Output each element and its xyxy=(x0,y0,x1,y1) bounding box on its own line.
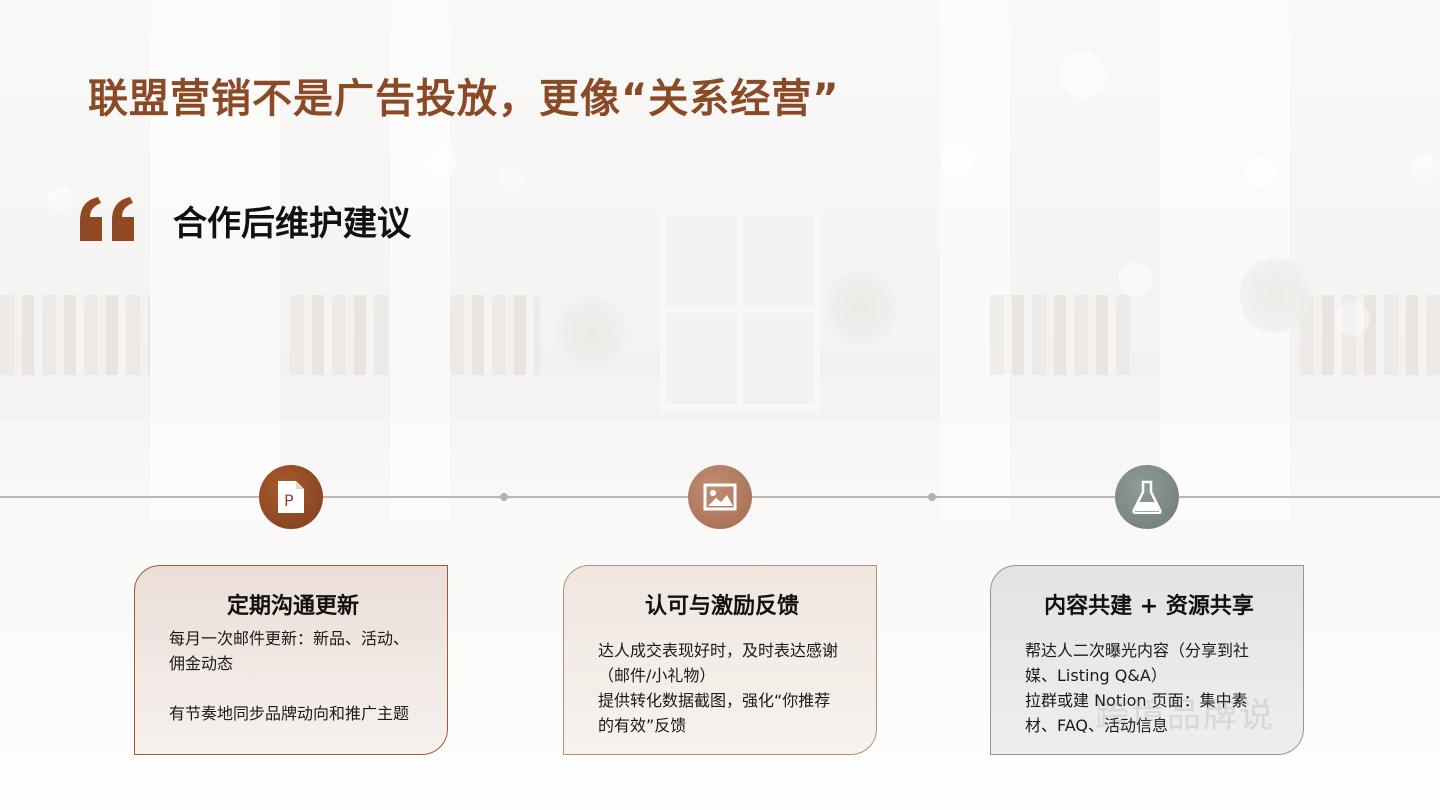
step-1-line-2: 有节奏地同步品牌动向和推广主题 xyxy=(169,704,410,723)
image-icon xyxy=(703,483,737,511)
step-3-line-2: 拉群或建 Notion 页面：集中素材、FAQ、活动信息 xyxy=(1025,691,1248,735)
step-1-line-1: 每月一次邮件更新：新品、活动、佣金动态 xyxy=(169,629,410,673)
step-3-heading: 内容共建 + 资源共享 xyxy=(1044,594,1254,619)
timeline-dot xyxy=(928,493,936,501)
step-1-node: P xyxy=(259,465,323,529)
watermark-text: 跨境品牌说 xyxy=(1095,696,1275,736)
timeline-dot xyxy=(500,493,508,501)
step-3-line-1: 帮达人二次曝光内容（分享到社媒、Listing Q&A） xyxy=(1025,641,1250,685)
step-2-card: 认可与激励反馈 达人成交表现好时，及时表达感谢（邮件/小礼物） 提供转化数据截图… xyxy=(563,565,877,755)
section-subtitle: 合作后维护建议 xyxy=(173,204,411,244)
slide-title: 联盟营销不是广告投放，更像“关系经营” xyxy=(88,76,840,122)
step-2-heading: 认可与激励反馈 xyxy=(644,594,799,619)
step-2-line-1: 达人成交表现好时，及时表达感谢（邮件/小礼物） xyxy=(598,641,839,685)
flask-icon xyxy=(1132,480,1162,514)
powerpoint-file-icon: P xyxy=(278,481,304,513)
step-3-card: 内容共建 + 资源共享 帮达人二次曝光内容（分享到社媒、Listing Q&A）… xyxy=(990,565,1304,755)
step-1-heading: 定期沟通更新 xyxy=(226,594,359,619)
quote-mark-icon xyxy=(80,197,134,241)
step-1-card: 定期沟通更新 每月一次邮件更新：新品、活动、佣金动态 有节奏地同步品牌动向和推广… xyxy=(134,565,448,755)
svg-text:P: P xyxy=(284,491,294,510)
step-2-line-2: 提供转化数据截图，强化“你推荐的有效”反馈 xyxy=(598,691,831,735)
step-3-node xyxy=(1115,465,1179,529)
step-2-node xyxy=(688,465,752,529)
